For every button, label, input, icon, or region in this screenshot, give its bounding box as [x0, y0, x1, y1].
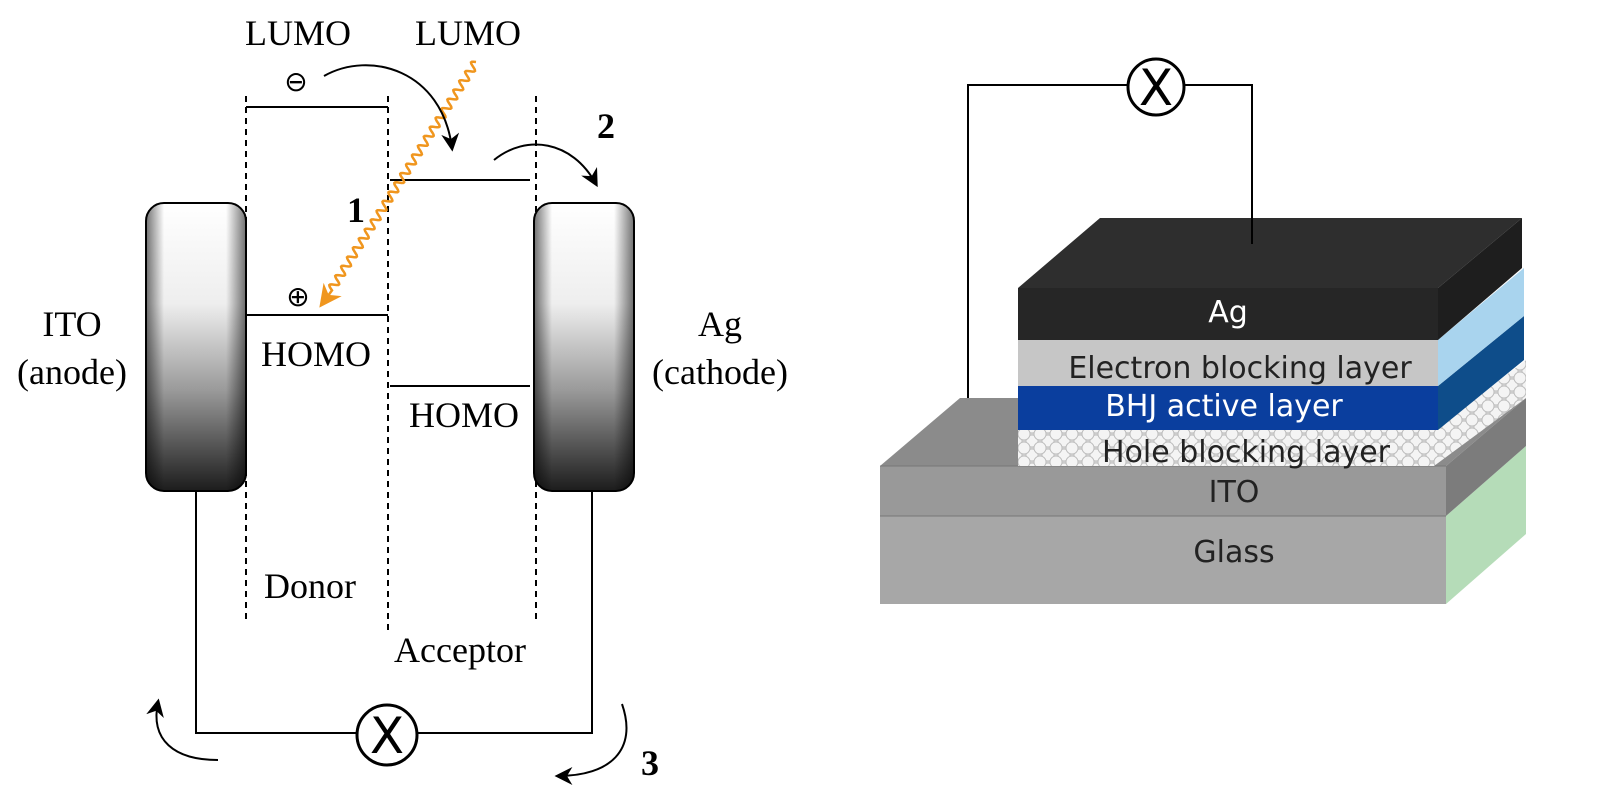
ag-layer [1018, 218, 1522, 340]
anode-label-line2: (anode) [17, 352, 127, 392]
step-1-label: 1 [347, 190, 365, 230]
device-circuit-wire [967, 84, 1128, 432]
cathode-label-line1: Ag [698, 304, 742, 344]
svg-text:X: X [1139, 59, 1173, 117]
acceptor-lumo-label: LUMO [415, 13, 521, 53]
electron-blocking-layer-label: Electron blocking layer [1068, 351, 1412, 386]
step-3-label: 3 [641, 743, 659, 783]
anode-label-line1: ITO [42, 304, 101, 344]
cathode-label-line2: (cathode) [652, 352, 788, 392]
hole-blocking-layer [1018, 360, 1526, 466]
step-2-label: 2 [597, 106, 615, 146]
bhj-active-layer [1018, 316, 1524, 430]
external-circuit-wire [195, 491, 356, 734]
electron-transfer-arrow [323, 64, 460, 152]
current-arrow-right [554, 703, 628, 785]
ito-anode-electrode [145, 202, 247, 492]
external-circuit-wire-right [418, 491, 593, 734]
energy-level-diagram: LUMO LUMO HOMO HOMO ⊖ ⊕ ITO (anode) Ag (… [17, 13, 788, 785]
left-meter-symbol: X [355, 703, 419, 767]
ag-layer-label: Ag [1208, 295, 1248, 330]
electron-collection-arrow [493, 143, 598, 188]
hole-blocking-layer-label: Hole blocking layer [1102, 435, 1391, 470]
svg-text:X: X [370, 707, 404, 765]
glass-layer-label: Glass [1193, 535, 1274, 570]
current-arrow-left [146, 698, 219, 761]
acceptor-homo-label: HOMO [409, 395, 519, 435]
ag-cathode-electrode [533, 202, 635, 492]
donor-label: Donor [264, 566, 356, 606]
right-meter-symbol: X [1126, 57, 1186, 117]
donor-homo-label: HOMO [261, 334, 371, 374]
electron-symbol: ⊖ [284, 65, 307, 98]
acceptor-label: Acceptor [394, 630, 526, 670]
electron-blocking-layer [1018, 268, 1524, 386]
hole-symbol: ⊕ [286, 280, 309, 313]
donor-lumo-label: LUMO [245, 13, 351, 53]
photon-wave-arrow [319, 60, 477, 308]
glass-layer [880, 446, 1526, 604]
device-stack-diagram: X [880, 57, 1526, 604]
ito-layer-label: ITO [1209, 475, 1260, 510]
bhj-active-layer-label: BHJ active layer [1105, 389, 1343, 424]
device-circuit-wire-right [1184, 84, 1253, 244]
